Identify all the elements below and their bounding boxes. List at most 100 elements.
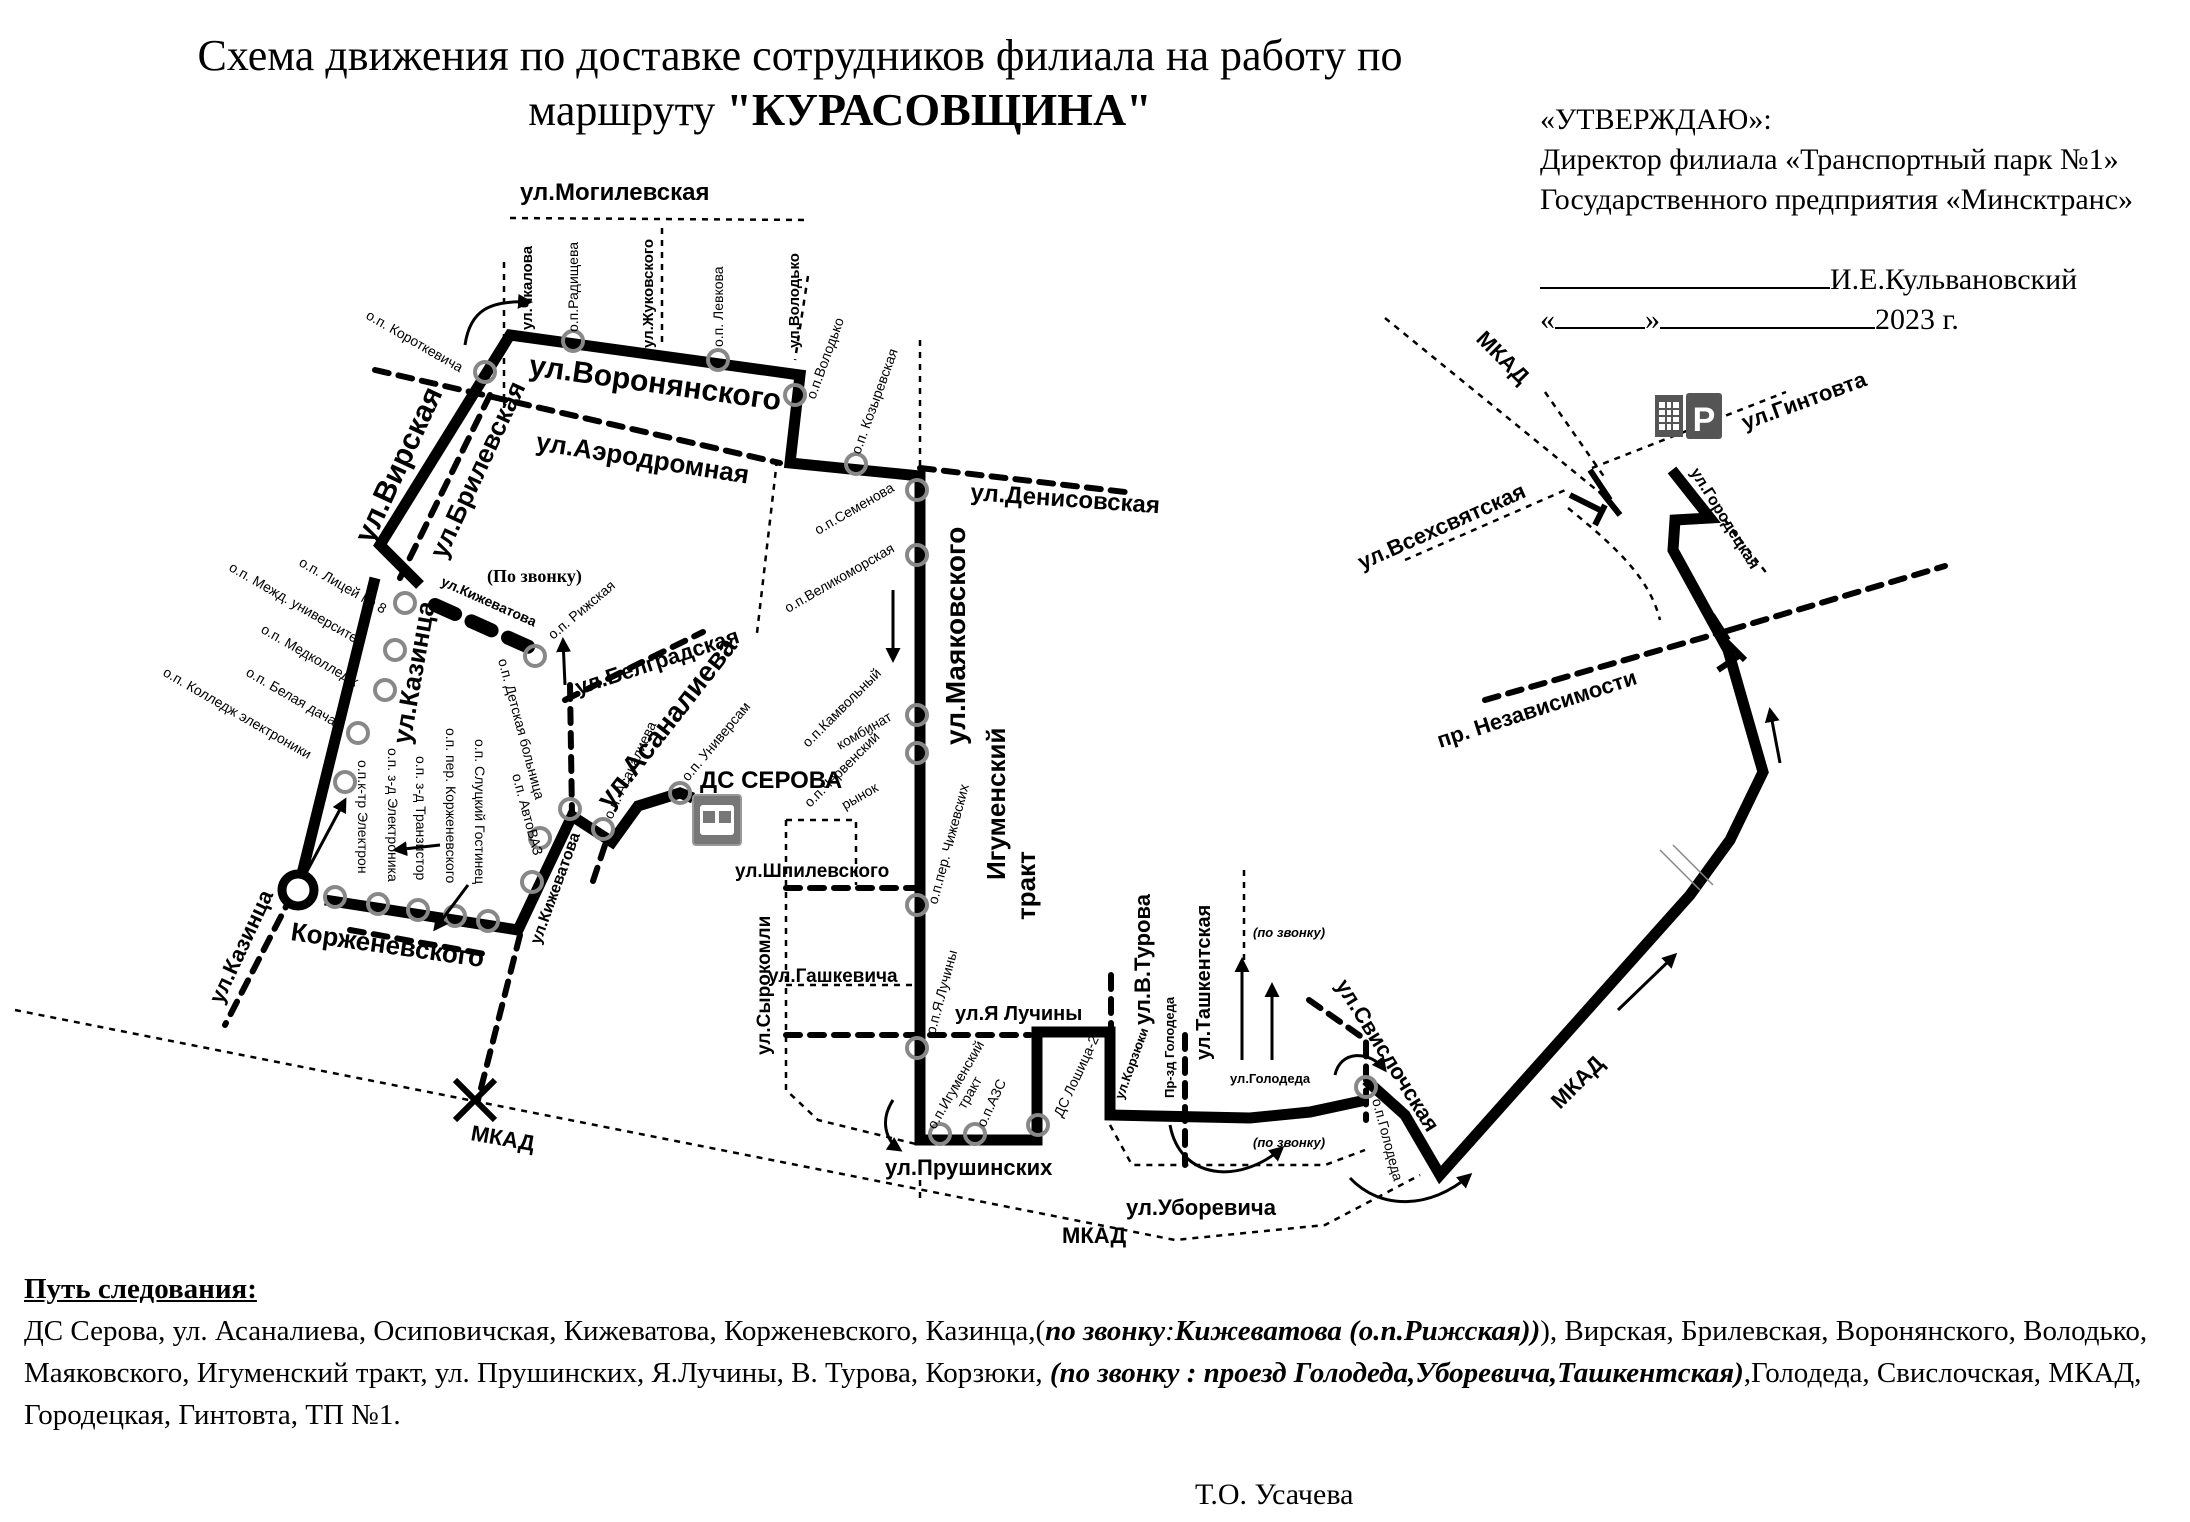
label-mogilevskaya: ул.Могилевская bbox=[520, 179, 710, 206]
bus-stop-icon bbox=[692, 794, 742, 846]
street-brilevskaya bbox=[397, 392, 493, 581]
date-quote-open: « bbox=[1540, 303, 1555, 336]
label-mayakovskogo: ул.Маяковского bbox=[940, 527, 971, 745]
building-icon bbox=[1655, 395, 1683, 437]
approval-year: 2023 г. bbox=[1875, 303, 1959, 336]
route-name: "КУРАСОВЩИНА" bbox=[726, 84, 1152, 135]
stop-levkova: о.п. Левкова bbox=[710, 266, 726, 347]
label-gintovta: ул.Гинтовта bbox=[1738, 366, 1870, 435]
approval-position: Директор филиала «Транспортный парк №1» bbox=[1540, 143, 2119, 176]
stop-ds-loshica: ДС Лошица-2 bbox=[1050, 1033, 1102, 1119]
stop-markers bbox=[323, 329, 1378, 1146]
street-belgradskaya bbox=[562, 629, 706, 703]
route-virskaya bbox=[373, 329, 1368, 1146]
label-korzyuki: ул.Корзюки bbox=[1112, 1026, 1152, 1101]
label-chkalova: ул.Чкалова bbox=[519, 245, 536, 330]
street-kazinca-south bbox=[222, 892, 295, 1028]
label-aerodromnaya: ул.Аэродромная bbox=[534, 426, 751, 489]
main-route bbox=[292, 329, 1769, 1185]
route-part-2: ), Вирская, Брилевская, Воронянского, Во… bbox=[24, 1315, 2148, 1389]
route-part-3: ,Голодеда, Свислочская, МКАД, Городецкая… bbox=[24, 1357, 2142, 1431]
route-oncall-2: (по звонку : проезд Голодеда,Уборевича,Т… bbox=[1049, 1357, 1744, 1389]
label-golodeda: ул.Голодеда bbox=[1230, 1071, 1311, 1086]
stop-velikomorskaya: о.п.Великоморская bbox=[782, 540, 897, 616]
label-on-call-top: (По звонку) bbox=[487, 566, 582, 587]
route-oncall-value: Кижеватова (о.п.Рижская) bbox=[1174, 1315, 1531, 1347]
label-prushinskih: ул.Прушинских bbox=[885, 1155, 1053, 1180]
stop-chervensky-2: рынок bbox=[839, 779, 882, 813]
secondary-streets bbox=[222, 367, 1948, 1168]
date-quote-close: » bbox=[1645, 303, 1660, 336]
document-title-line1: Схема движения по доставке сотрудников ф… bbox=[197, 31, 1403, 80]
direction-arrow-icon bbox=[556, 637, 572, 686]
stop-korotkevicha: о.п. Короткевича bbox=[364, 307, 467, 375]
street-syrokomli-box bbox=[784, 820, 921, 1147]
on-call-route bbox=[428, 598, 547, 659]
route-description: Путь следования: ДС Серова, ул. Асаналие… bbox=[24, 1268, 2174, 1436]
direction-arrow-icon bbox=[303, 797, 347, 876]
label-mkad-bottom: МКАД bbox=[1062, 1223, 1126, 1248]
signature-blank bbox=[1540, 263, 1830, 289]
direction-arrow-icon bbox=[1348, 1173, 1473, 1204]
title-prefix: маршруту bbox=[528, 86, 727, 135]
approval-organization: Государственного предприятия «Минсктранс… bbox=[1540, 183, 2134, 216]
direction-arrow-icon bbox=[433, 884, 470, 932]
approval-heading: «УТВЕРЖДАЮ»: bbox=[1540, 103, 1772, 136]
label-v-turova: ул.В.Турова bbox=[1130, 893, 1155, 1025]
label-on-call-2: (по звонку) bbox=[1253, 1135, 1325, 1150]
street-gorodetskaya bbox=[1543, 391, 1769, 576]
label-shpilevskogo: ул.Шпилевского bbox=[735, 861, 889, 882]
street-uborevicha-loop bbox=[1108, 1124, 1366, 1167]
label-on-call-1: (по звонку) bbox=[1253, 925, 1325, 940]
street-shpilevskogo-box bbox=[786, 818, 858, 885]
label-trakt: тракт bbox=[1011, 851, 1041, 920]
street-mkad-left bbox=[14, 1008, 1421, 1242]
street-gintovta bbox=[1591, 390, 1787, 470]
label-mkad-right: МКАД bbox=[1546, 1050, 1609, 1113]
direction-arrow-icon bbox=[1333, 1054, 1387, 1076]
stop-semenova: о.п.Семенова bbox=[812, 479, 897, 537]
label-zhukovskogo: ул.Жуковского bbox=[640, 239, 657, 348]
street-golodeda-ext bbox=[1306, 997, 1369, 1123]
direction-arrows bbox=[303, 293, 1782, 1204]
label-syrokomli: ул.Сырокомли bbox=[754, 916, 775, 1055]
route-oncall-label: по звонку bbox=[1045, 1315, 1166, 1347]
route-kizhevatova-rizhskaya bbox=[428, 598, 547, 659]
approval-block: «УТВЕРЖДАЮ»: Директор филиала «Транспорт… bbox=[1540, 100, 2133, 340]
direction-arrow-icon bbox=[1168, 1124, 1285, 1174]
stop-z-elektronika: о.п. з-д Электроника bbox=[385, 748, 401, 882]
label-ya-luchiny: ул.Я Лучины bbox=[955, 1003, 1082, 1025]
direction-arrow-icon bbox=[1764, 707, 1782, 764]
stop-per-korzhenevskogo: о.п. пер. Корженевского bbox=[443, 728, 459, 884]
stop-z-tranzistor: о.п. з-д Транзистор bbox=[413, 756, 429, 881]
label-pr-golodeda: Пр-зд Голодеда bbox=[1162, 996, 1177, 1098]
route-oncall-colon: : bbox=[1165, 1315, 1175, 1347]
street-mkad-top bbox=[1384, 317, 1616, 506]
stop-volodko: о.п.Володько bbox=[803, 315, 847, 401]
interchange-icon bbox=[452, 468, 1748, 1123]
street-kizhevatova-south bbox=[475, 932, 523, 1103]
street-volodko-ext bbox=[793, 275, 810, 361]
stop-slucky-gostinec: о.п. Слуцкий Гостинец bbox=[472, 739, 488, 884]
label-mkad-left: МКАД bbox=[469, 1120, 537, 1156]
label-volodko: ул.Володько bbox=[786, 253, 803, 348]
street-korzhenevskogo-dash bbox=[347, 927, 493, 958]
stop-mezhd-univ: о.п. Межд. университет bbox=[227, 559, 367, 649]
street-mogilevskaya bbox=[509, 216, 809, 222]
street-mkad-curve bbox=[1567, 507, 1662, 621]
direction-arrow-icon bbox=[1616, 952, 1678, 1012]
label-nezavisimosti: пр. Независимости bbox=[1434, 665, 1640, 753]
stop-per-chizhevskih: о.п.пер. Чижевских bbox=[924, 782, 971, 906]
stop-radishcheva: о.п.Радищева bbox=[565, 242, 581, 332]
label-igumensky: Игуменский bbox=[981, 728, 1011, 880]
mkad-bridge bbox=[1659, 844, 1714, 891]
street-denisovskaya bbox=[917, 465, 1128, 495]
label-uborevicha: ул.Уборевича bbox=[1126, 1195, 1277, 1220]
approval-date-line: « » 2023 г. bbox=[1540, 300, 2133, 340]
route-text: ДС Серова, ул. Асаналиева, Осиповичская,… bbox=[24, 1310, 2174, 1436]
stop-kozyrevskaya: о.п. Козыревская bbox=[848, 346, 901, 456]
street-nezavisimosti bbox=[1482, 627, 1733, 703]
route-oncall-close: ) bbox=[1530, 1315, 1541, 1347]
approval-signature-line: И.Е.Кульвановский bbox=[1540, 260, 2133, 300]
svg-text:P: P bbox=[1693, 401, 1716, 439]
